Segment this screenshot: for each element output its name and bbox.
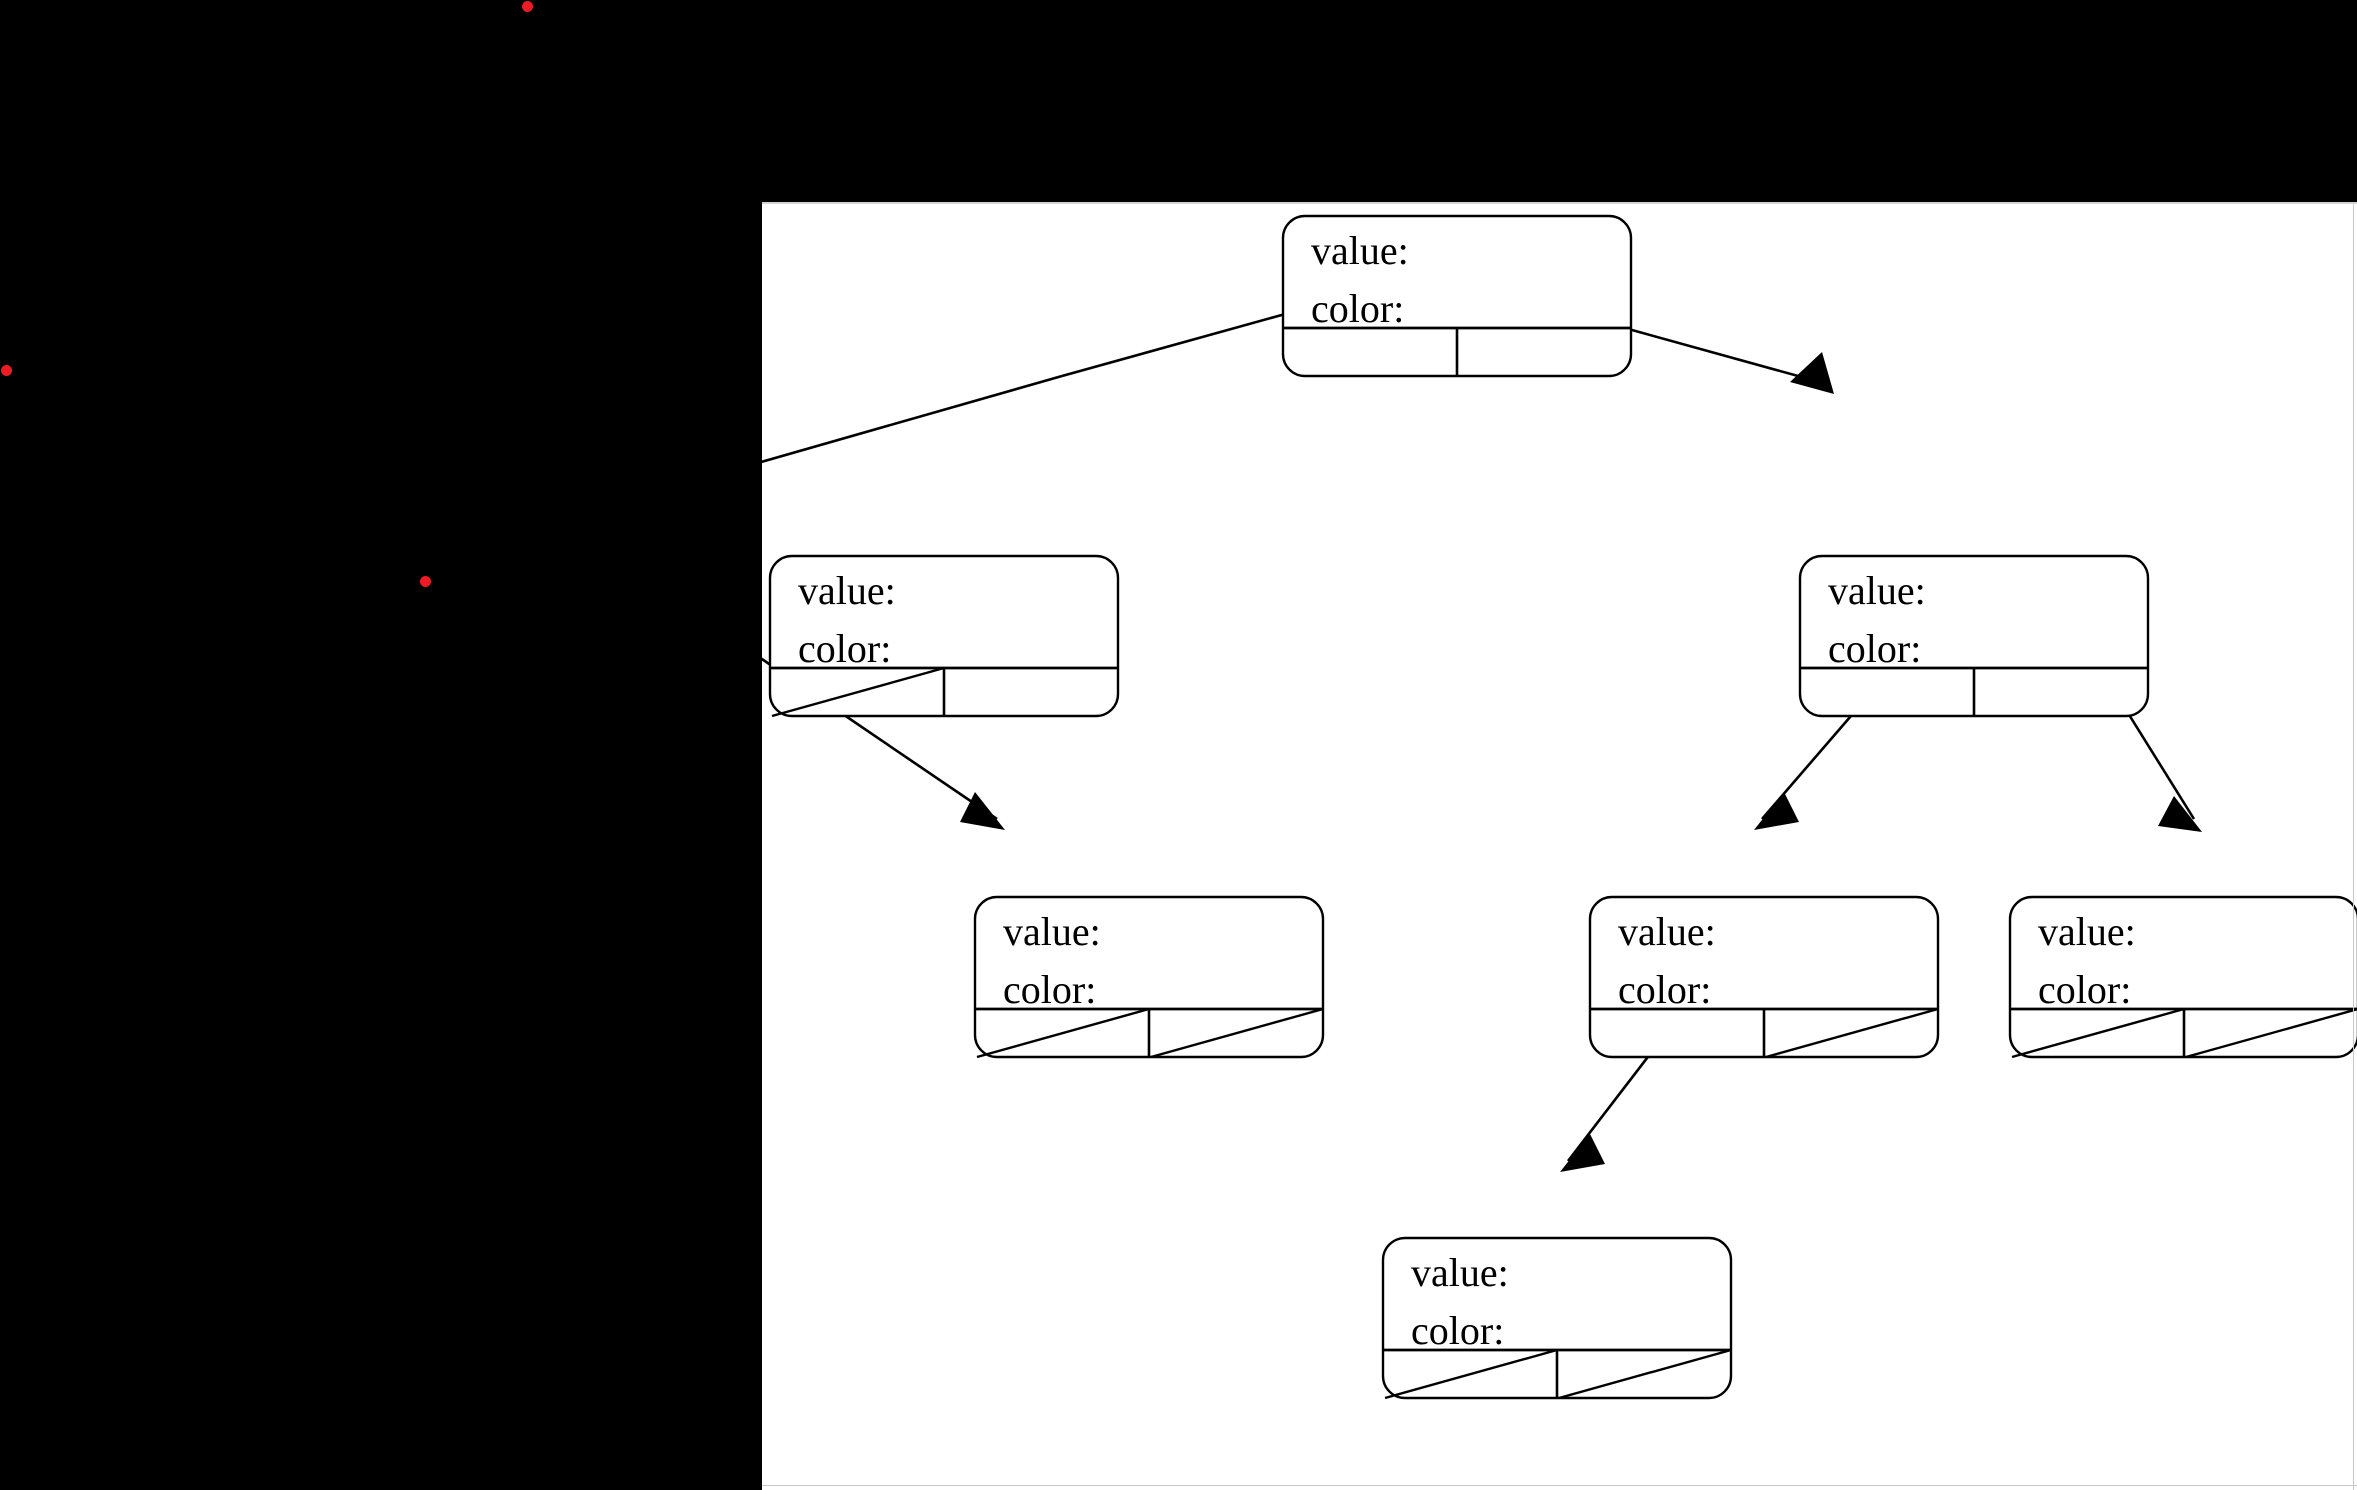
node-left-null-slash-left [771,666,945,718]
node-right-left-value-label: value: [1618,909,1716,954]
node-root-color-label: color: [1311,286,1404,331]
marker-dot-top [522,1,533,12]
node-deep-null-slash-right [1558,1348,1732,1400]
node-left-color-label: color: [798,626,891,671]
marker-dot-left [1,365,12,376]
node-right-value-label: value: [1828,568,1926,613]
node-left-right-null-slash-right [1150,1007,1324,1059]
node-right-right-color-label: color: [2038,967,2131,1012]
tree-node-right-right[interactable]: value: color: [2008,895,2357,1059]
node-left-right-null-slash-left [976,1007,1150,1059]
tree-node-right-left[interactable]: value: color: [1588,895,1940,1059]
edge-root-left [762,294,1351,464]
marker-dot-mid [420,576,431,587]
node-left-right-value-label: value: [1003,909,1101,954]
node-root-value-label: value: [1311,228,1409,273]
node-right-left-color-label: color: [1618,967,1711,1012]
node-deep-color-label: color: [1411,1308,1504,1353]
node-right-color-label: color: [1828,626,1921,671]
node-left-right-color-label: color: [1003,967,1096,1012]
node-deep-null-slash-left [1384,1348,1558,1400]
canvas-bottom-edge [762,1485,2357,1486]
node-right-left-null-slash-right [1765,1007,1939,1059]
tree-node-root[interactable]: value: color: [1281,214,1633,378]
tree-node-left-right[interactable]: value: color: [973,895,1325,1059]
diagram-canvas[interactable]: value: color: value: color: value: color… [762,202,2357,1490]
tree-node-deep[interactable]: value: color: [1381,1236,1733,1400]
node-right-right-null-slash-left [2011,1007,2185,1059]
node-left-value-label: value: [798,568,896,613]
node-deep-value-label: value: [1411,1250,1509,1295]
canvas-scroll-edge [2353,204,2354,1490]
tree-node-right[interactable]: value: color: [1798,554,2150,718]
binary-tree-diagram[interactable]: value: color: value: color: value: color… [762,204,2357,1490]
node-right-right-null-slash-right [2185,1008,2357,1059]
tree-node-left[interactable]: value: color: [768,554,1120,718]
node-right-right-value-label: value: [2038,909,2136,954]
